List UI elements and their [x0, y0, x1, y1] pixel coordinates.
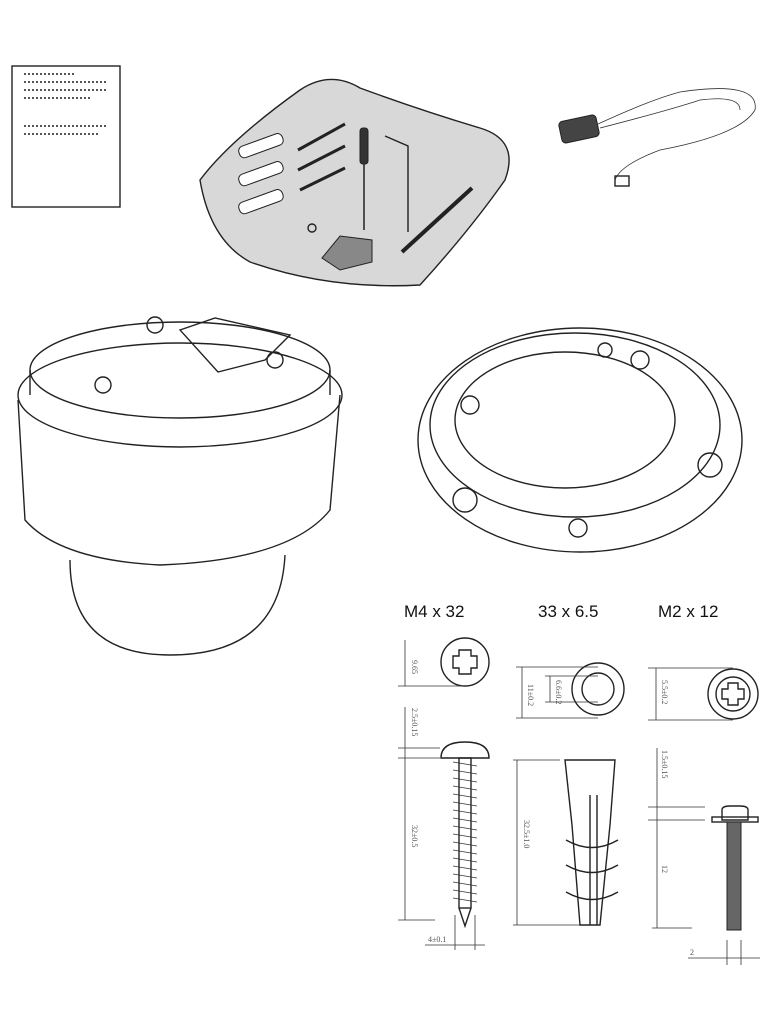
cable-tie-icon [400, 186, 474, 254]
screw-small-head-diameter: 5.5±0.2 [660, 680, 669, 704]
screw-large-head-height: 2.5±0.15 [410, 708, 419, 736]
power-cable [558, 88, 756, 187]
anchor-inner-diameter: 6.6±0.2 [554, 680, 563, 704]
screw-small-thread-diameter: 2 [690, 948, 694, 957]
screw-large-title: M4 x 32 [404, 602, 464, 621]
small-screw-icon [307, 223, 317, 233]
screws [297, 122, 346, 192]
quick-guide-document [11, 65, 121, 208]
screw-small-title: M2 x 12 [658, 602, 718, 621]
screw-large-head-diameter: 9.65 [410, 660, 419, 674]
anchor-outer-diameter: 11±0.2 [526, 684, 535, 706]
mounting-bracket [417, 327, 743, 553]
screw-large-length: 32±0.5 [410, 825, 419, 847]
screw-thread [452, 761, 478, 903]
screw-large-thread-diameter: 4±0.1 [428, 935, 446, 944]
screw-small-length: 12 [660, 865, 669, 873]
anchor-drawing [513, 662, 625, 926]
accessory-bag [199, 78, 510, 287]
dome-camera [17, 316, 343, 656]
wall-anchors [238, 133, 284, 215]
tie-mount-icon [321, 235, 373, 271]
anchor-length: 32.5±1.0 [522, 820, 531, 848]
hex-key-icon [384, 135, 409, 232]
anchor-title: 33 x 6.5 [538, 602, 599, 621]
screw-large-drawing [398, 637, 490, 950]
screw-small-head-height: 1.5±0.15 [660, 750, 669, 778]
screw-small-drawing [648, 667, 760, 965]
screwdriver-icon [359, 127, 369, 230]
